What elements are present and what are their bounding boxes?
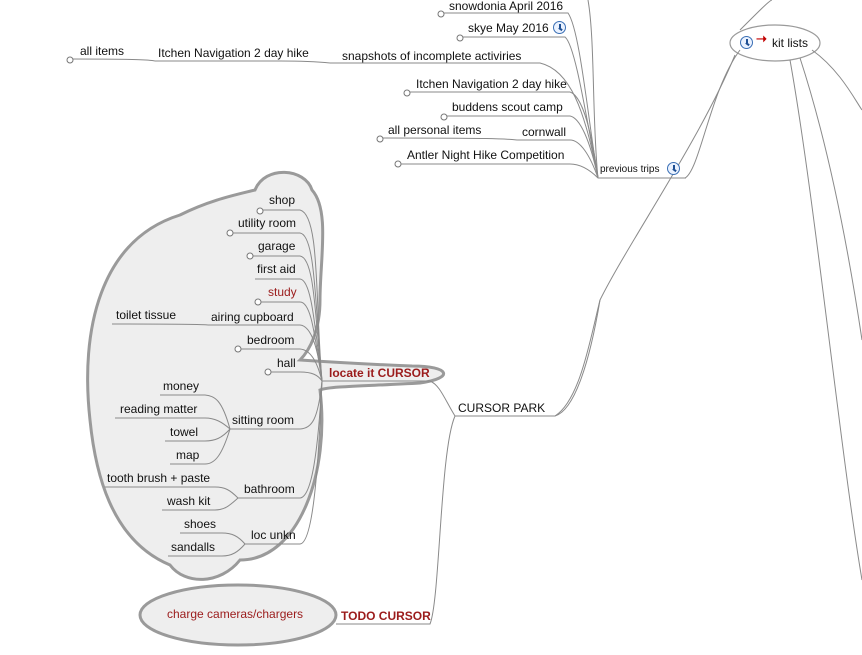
node-money[interactable]: money — [163, 379, 200, 393]
node-tooth-brush-paste[interactable]: tooth brush + paste — [107, 471, 211, 485]
node-study[interactable]: study — [268, 285, 297, 299]
node-snowdonia-april-2016[interactable]: snowdonia April 2016 — [449, 0, 564, 13]
node-buddens-scout-camp[interactable]: buddens scout camp — [452, 100, 563, 114]
node-cursor-park[interactable]: CURSOR PARK — [458, 401, 546, 415]
central-node-kit-lists[interactable]: kit lists — [772, 36, 808, 50]
node-toilet-tissue[interactable]: toilet tissue — [116, 308, 177, 322]
node-antler-night-hike-competition[interactable]: Antler Night Hike Competition — [407, 148, 565, 162]
collapse-dot — [226, 229, 234, 237]
node-garage[interactable]: garage — [258, 239, 296, 253]
node-all-items[interactable]: all items — [80, 44, 125, 58]
clock-icon — [667, 162, 680, 175]
node-first-aid[interactable]: first aid — [257, 262, 296, 276]
node-shoes[interactable]: shoes — [184, 517, 217, 531]
node-map[interactable]: map — [176, 448, 200, 462]
node-itchen-navigation-2-day-hike[interactable]: Itchen Navigation 2 day hike — [416, 77, 567, 91]
node-hall[interactable]: hall — [277, 356, 296, 370]
node-cornwall[interactable]: cornwall — [522, 125, 567, 139]
collapse-dot — [394, 160, 402, 168]
node-utility-room[interactable]: utility room — [238, 216, 297, 230]
node-loc-unkn[interactable]: loc unkn — [251, 528, 296, 542]
collapse-dot — [456, 34, 464, 42]
node-itchen-navigation-snapshot[interactable]: Itchen Navigation 2 day hike — [158, 46, 309, 60]
node-todo-cursor[interactable]: TODO CURSOR — [341, 609, 431, 623]
node-snapshots-of-incomplete-activiries[interactable]: snapshots of incomplete activiries — [342, 49, 522, 63]
collapse-dot — [440, 113, 448, 121]
node-sitting-room[interactable]: sitting room — [232, 413, 295, 427]
node-wash-kit[interactable]: wash kit — [167, 494, 211, 508]
clock-icon — [553, 21, 566, 34]
collapse-dot — [437, 10, 445, 18]
node-airing-cupboard[interactable]: airing cupboard — [211, 310, 294, 324]
node-previous-trips[interactable]: previous trips — [600, 164, 660, 175]
collapse-dot — [403, 89, 411, 97]
node-shop[interactable]: shop — [269, 193, 296, 207]
node-skye-may-2016[interactable]: skye May 2016 — [468, 21, 549, 35]
collapse-dot — [246, 252, 254, 260]
node-bedroom[interactable]: bedroom — [247, 333, 295, 347]
node-sandalls[interactable]: sandalls — [171, 540, 216, 554]
arrow-link-icon: ➝ — [756, 31, 767, 46]
node-charge-cameras-chargers[interactable]: charge cameras/chargers — [167, 607, 304, 621]
todo-bubble — [138, 583, 338, 647]
node-towel[interactable]: towel — [170, 425, 199, 439]
node-locate-it-cursor[interactable]: locate it CURSOR — [329, 366, 430, 380]
collapse-dot — [376, 135, 384, 143]
collapse-dot — [234, 345, 242, 353]
node-all-personal-items[interactable]: all personal items — [388, 123, 482, 137]
locate-cloud-shape — [86, 170, 445, 581]
collapse-dot — [254, 298, 262, 306]
node-reading-matter[interactable]: reading matter — [120, 402, 198, 416]
collapse-dot — [264, 368, 272, 376]
node-bathroom[interactable]: bathroom — [244, 482, 295, 496]
kit-lists-bubble — [729, 24, 821, 62]
collapse-dot — [256, 207, 264, 215]
collapse-dot — [66, 56, 74, 64]
clock-icon — [740, 36, 753, 49]
